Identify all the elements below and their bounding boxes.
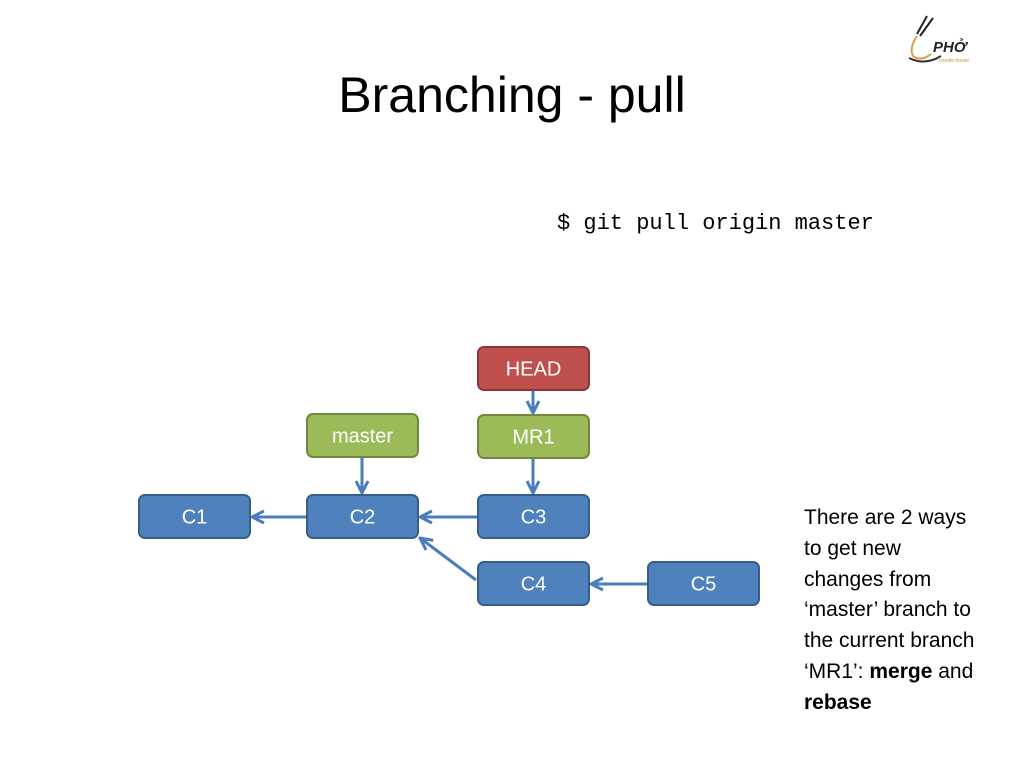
explanation-note: There are 2 ways to get new changes from… xyxy=(804,503,974,719)
note-line: changes from xyxy=(804,567,932,591)
note-line: rebase xyxy=(804,688,974,719)
node-label: C5 xyxy=(691,574,717,596)
node-c1: C1 xyxy=(138,494,251,539)
arrow-c4-to-c2 xyxy=(420,538,477,582)
node-c4: C4 xyxy=(477,561,590,606)
note-line: ‘master’ branch to xyxy=(804,598,971,622)
git-command: $ git pull origin master xyxy=(557,211,874,236)
slide-title: Branching - pull xyxy=(338,67,686,123)
node-label: C2 xyxy=(350,507,376,529)
node-master: master xyxy=(306,413,419,458)
note-prefix: ‘MR1’: xyxy=(804,659,870,683)
node-box xyxy=(306,494,419,539)
node-box xyxy=(138,494,251,539)
node-box xyxy=(306,413,419,458)
note-line: to get new xyxy=(804,536,901,560)
node-box xyxy=(477,561,590,606)
note-and: and xyxy=(932,659,974,683)
pho-logo: PHỞ noodle house xyxy=(908,15,969,64)
node-c5: C5 xyxy=(647,561,760,606)
note-line: the current branch xyxy=(804,629,975,653)
node-label: C1 xyxy=(182,507,208,529)
node-box xyxy=(477,346,590,391)
node-head: HEAD xyxy=(477,346,590,391)
logo-text: PHỞ xyxy=(933,38,969,56)
note-line: There are 2 ways xyxy=(804,506,967,529)
node-label: C3 xyxy=(521,507,547,529)
node-label: HEAD xyxy=(506,359,562,381)
node-label: MR1 xyxy=(512,427,554,449)
merge-keyword: merge xyxy=(869,659,933,683)
node-label: master xyxy=(332,426,393,448)
node-box xyxy=(477,494,590,539)
node-label: C4 xyxy=(521,574,547,596)
node-box xyxy=(647,561,760,606)
note-line: ‘MR1’: merge and xyxy=(804,657,974,688)
node-mr1: MR1 xyxy=(477,414,590,459)
node-box xyxy=(477,414,590,459)
node-c2: C2 xyxy=(306,494,419,539)
logo-subtext: noodle house xyxy=(939,58,969,64)
rebase-keyword: rebase xyxy=(804,690,872,714)
node-c3: C3 xyxy=(477,494,590,539)
